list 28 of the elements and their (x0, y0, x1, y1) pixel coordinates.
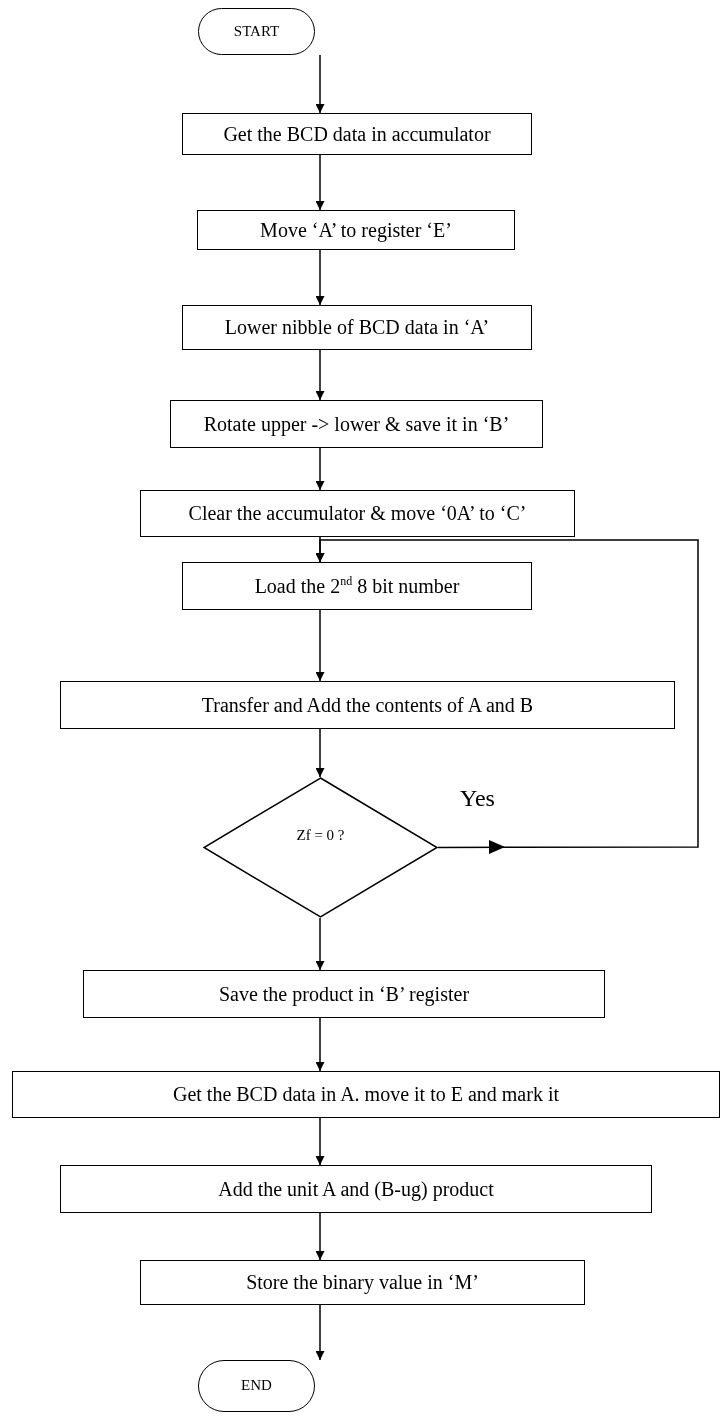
process-box (182, 113, 532, 155)
terminal-text: START (233, 22, 280, 41)
terminal-box (198, 1360, 315, 1412)
process-box (140, 1260, 585, 1305)
process-box (83, 970, 605, 1018)
process-box (140, 490, 575, 537)
terminal-text: END (241, 1377, 272, 1395)
step-text: Get the BCD data in A. move it to E and mark it (172, 1083, 559, 1106)
step-text: Load the 2$^{nd}$ 8 bit number (254, 574, 460, 598)
step-text: Lower nibble of BCD data in ‘A’ (224, 316, 490, 339)
process-box (197, 210, 515, 250)
process-box (182, 562, 532, 610)
step-text: Get the BCD data in accumulator (223, 122, 491, 146)
process-box (60, 1165, 652, 1213)
step-text: Rotate upper -> lower & save it in ‘B’ (203, 412, 510, 436)
process-box (170, 400, 543, 448)
process-box (60, 681, 675, 729)
decision-diamond (203, 777, 438, 918)
step-text: Transfer and Add the contents of A and B (201, 693, 534, 717)
step-text: Clear the accumulator & move ‘0A’ to ‘C’ (188, 502, 527, 525)
process-box (12, 1071, 720, 1118)
step-text: Store the binary value in ‘M’ (246, 1271, 479, 1294)
step-text: Add the unit A and (B-ug) product (218, 1177, 494, 1201)
step-text: Save the product in ‘B’ register (218, 982, 470, 1006)
condition-text: Zf = 0 ? (296, 826, 345, 845)
process-box (182, 305, 532, 350)
step-text: Move ‘A’ to register ‘E’ (260, 218, 452, 242)
terminal-box (198, 8, 315, 55)
